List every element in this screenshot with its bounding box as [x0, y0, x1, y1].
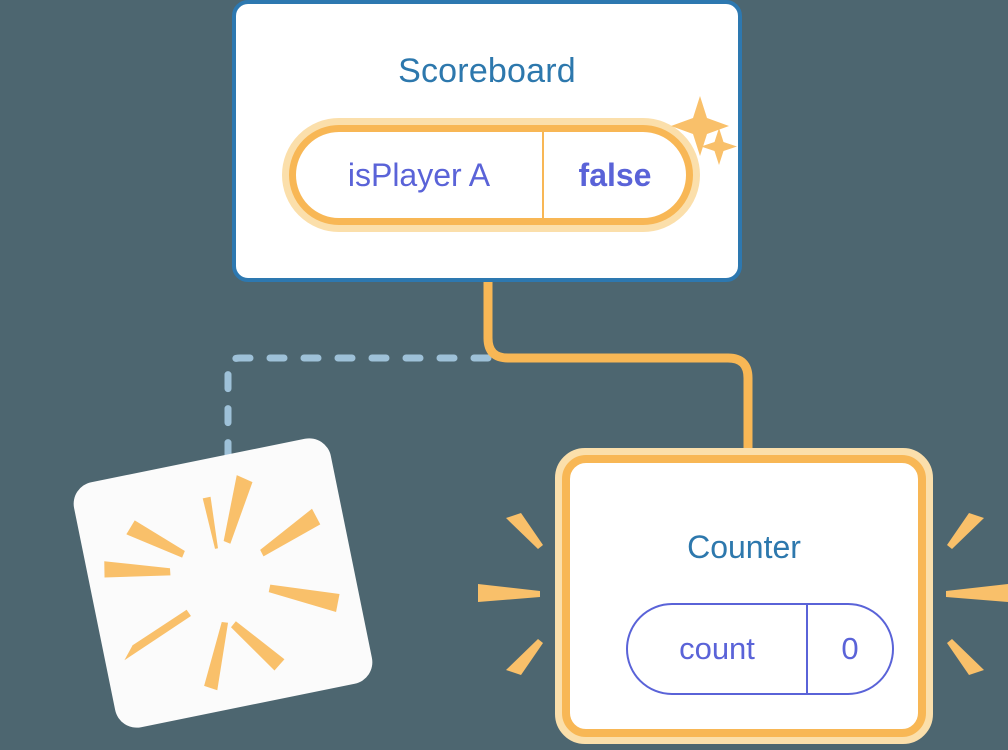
counter-burst-ray-left — [506, 639, 543, 675]
burst-ray — [104, 561, 171, 578]
burst-ray — [202, 496, 218, 549]
burst-ray — [223, 475, 253, 544]
counter-property-pill[interactable]: count 0 — [626, 603, 894, 695]
blank-card-burst-rays — [104, 475, 340, 691]
counter-burst-ray-left — [506, 513, 543, 549]
counter-property-value: 0 — [841, 631, 859, 666]
burst-ray — [230, 621, 285, 671]
burst-ray — [204, 622, 229, 691]
scoreboard-property-pill[interactable]: isPlayer A false — [282, 118, 700, 232]
counter-burst-ray-right — [947, 513, 984, 549]
counter-burst-ray-left — [478, 584, 540, 602]
scoreboard-title: Scoreboard — [398, 52, 576, 90]
counter-burst-ray-right — [946, 584, 1008, 602]
burst-ray — [124, 609, 191, 661]
scoreboard-card[interactable]: Scoreboard isPlayer A false — [232, 0, 742, 282]
burst-ray — [268, 584, 340, 613]
scoreboard-pill-glow-ring — [282, 118, 700, 232]
scoreboard-property-key: isPlayer A — [296, 132, 544, 218]
counter-card[interactable]: Counter count 0 — [555, 448, 933, 744]
blank-placeholder-card[interactable] — [69, 434, 377, 732]
burst-ray — [126, 520, 185, 558]
counter-card-frame: Counter count 0 — [562, 455, 926, 737]
counter-title: Counter — [687, 529, 801, 565]
burst-ray — [260, 508, 321, 557]
counter-property-key: count — [628, 605, 808, 693]
counter-burst-ray-right — [947, 639, 984, 675]
connector-scoreboard-to-counter — [483, 275, 753, 465]
scoreboard-property-value: false — [578, 156, 652, 193]
